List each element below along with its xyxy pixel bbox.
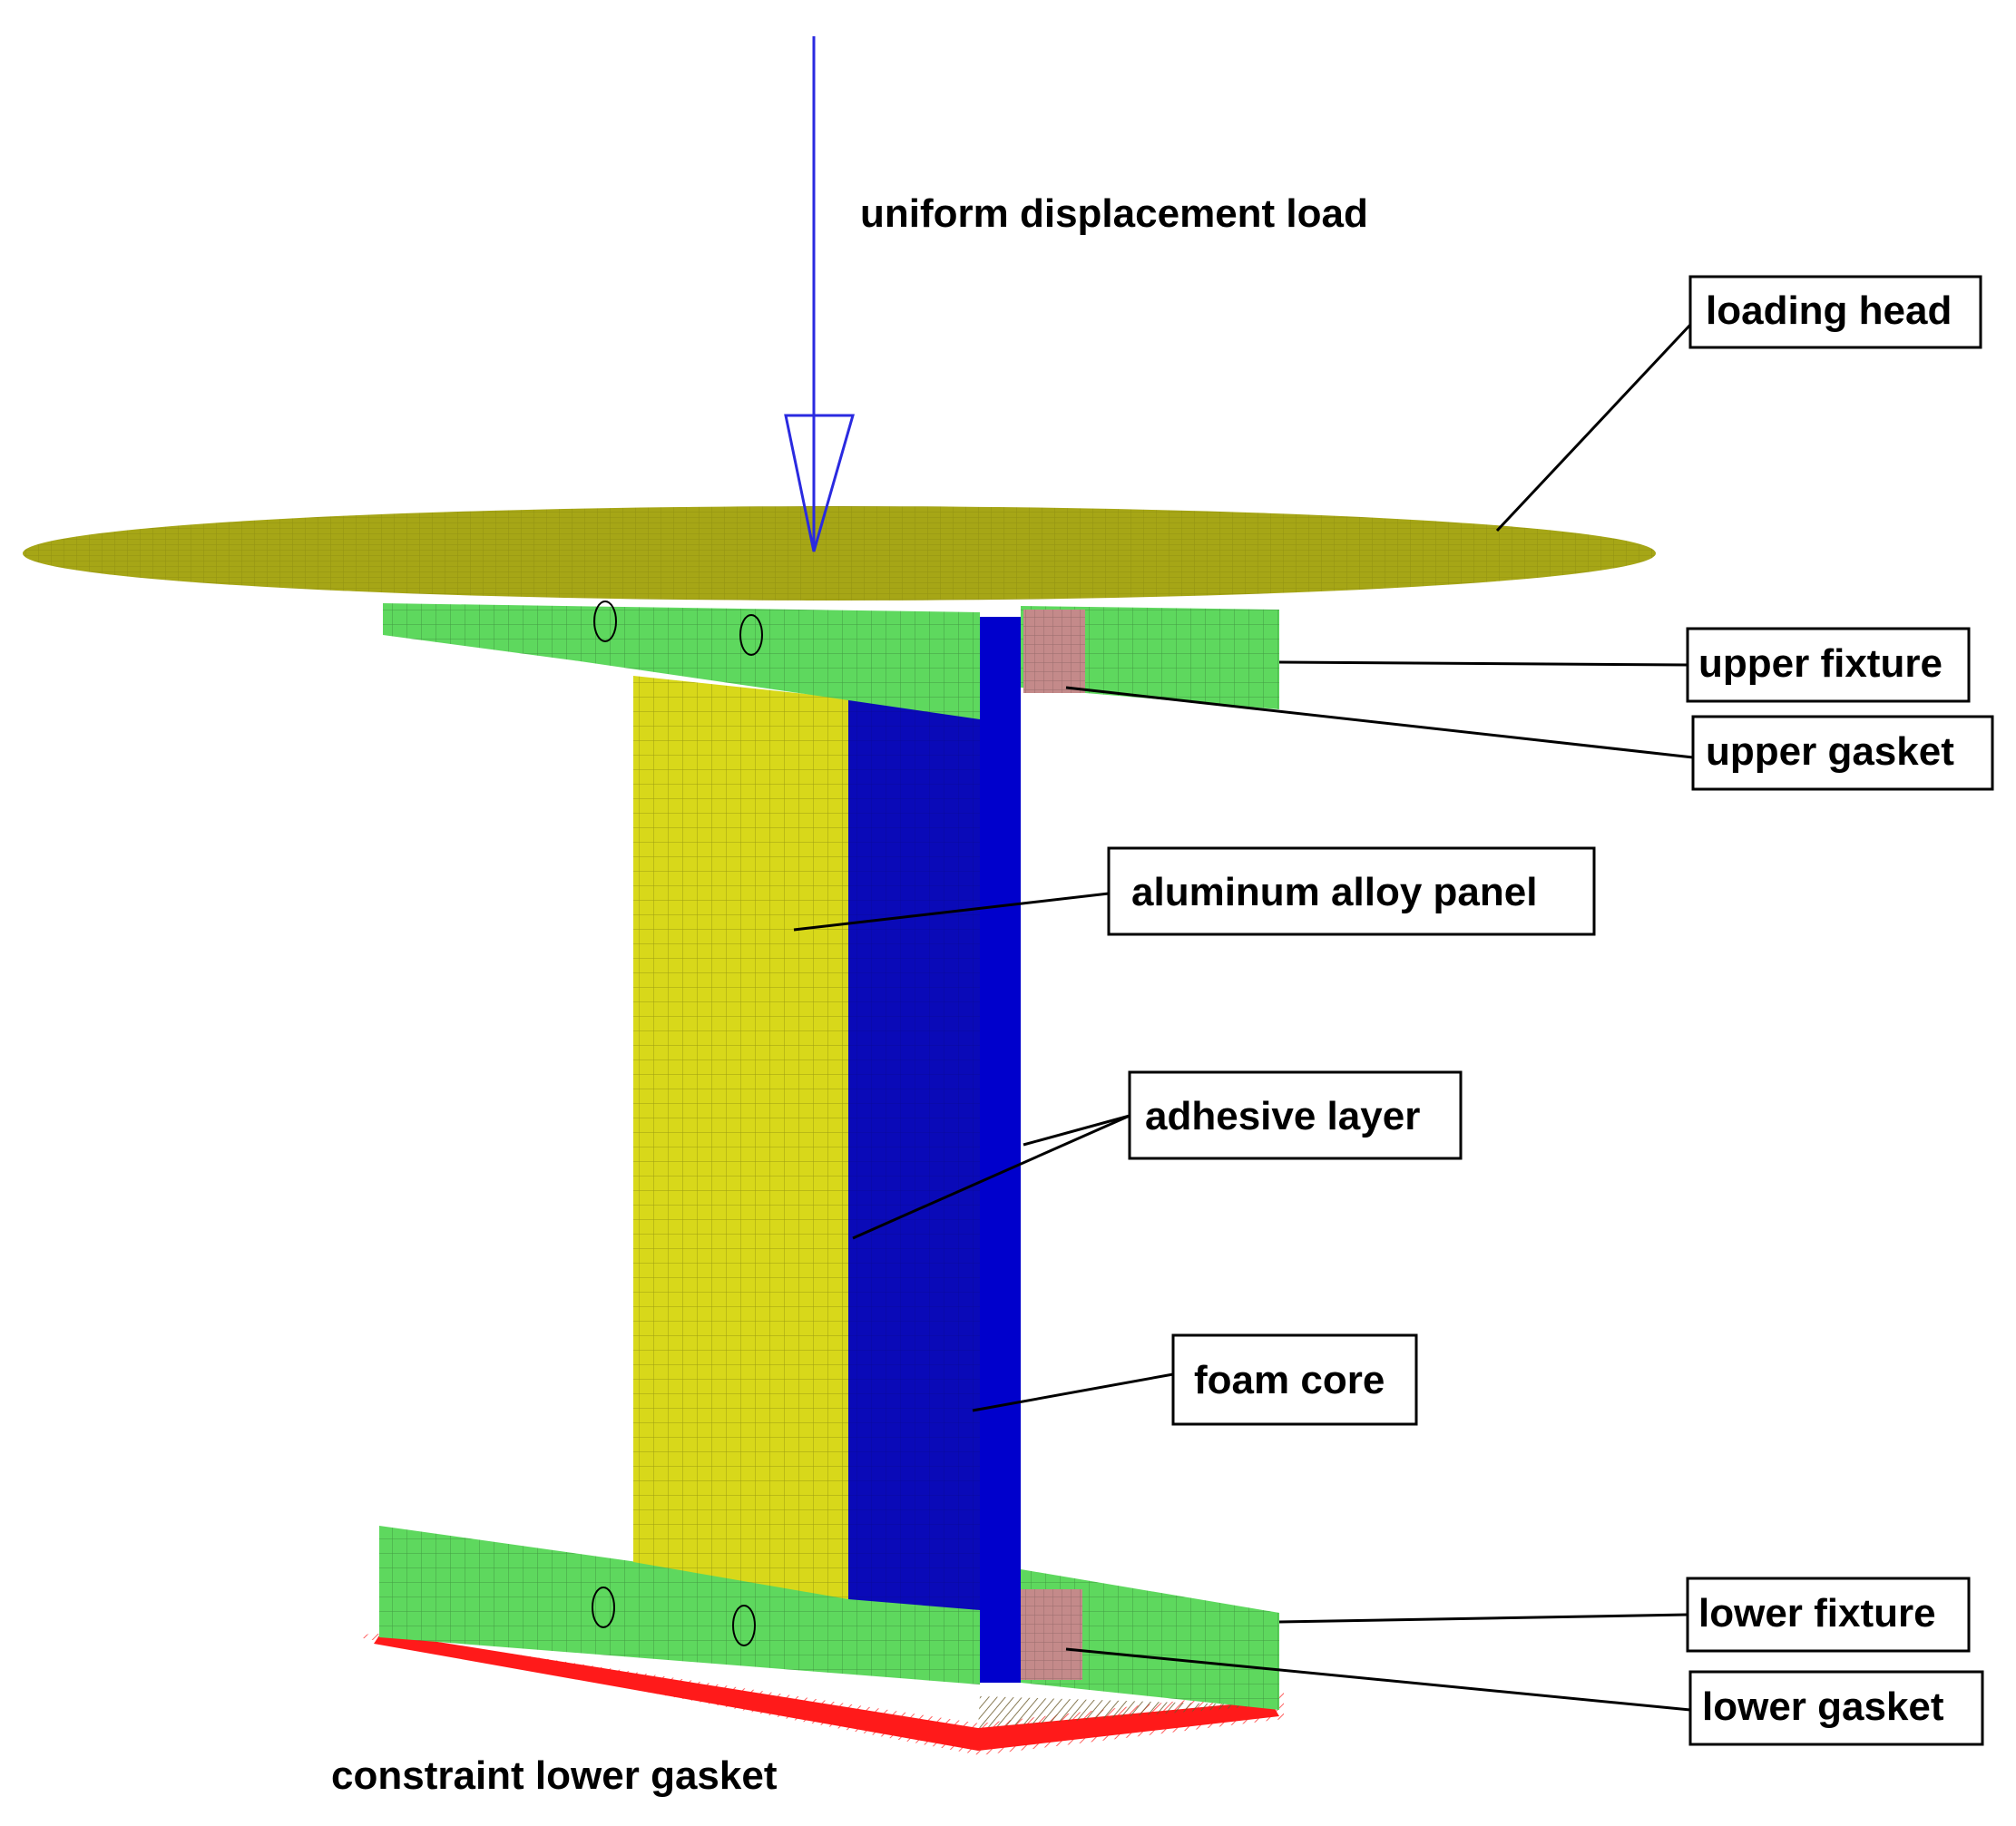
callout-adhesive-layer: adhesive layer [852,1070,1463,1240]
callout-lower-fixture: lower fixture [1278,1577,1971,1653]
svg-text:adhesive layer: adhesive layer [1145,1094,1420,1138]
lower-gasket-shape [1021,1589,1082,1680]
load-label: uniform displacement load [860,191,1368,236]
callout-loading-head: loading head [1495,275,1982,532]
svg-text:upper gasket: upper gasket [1706,729,1954,774]
bolt-hole [732,1605,756,1646]
callout-aluminum-panel: aluminum alloy panel [793,846,1596,936]
svg-text:foam core: foam core [1194,1358,1385,1402]
svg-text:lower fixture: lower fixture [1698,1591,1936,1636]
constraint-label: constraint lower gasket [331,1753,778,1798]
svg-text:loading head: loading head [1706,288,1952,333]
adhesive-strip [980,617,1021,1683]
bolt-hole [592,1587,615,1628]
bolt-hole [593,601,617,642]
callout-lower-gasket: lower gasket [1065,1647,1984,1746]
svg-text:upper fixture: upper fixture [1698,641,1943,686]
svg-text:lower gasket: lower gasket [1702,1684,1944,1729]
lower-fixture [379,1526,1279,1710]
upper-fixture [383,601,1279,719]
load-arrow [784,36,855,552]
callout-foam-core: foam core [972,1333,1418,1426]
callout-upper-fixture: upper fixture [1278,627,1971,703]
svg-text:aluminum alloy panel: aluminum alloy panel [1131,870,1537,914]
upper-gasket-shape [1023,610,1085,693]
foam-core-shape [848,617,1021,1683]
bolt-hole [739,614,763,656]
callout-upper-gasket: upper gasket [1065,686,1994,791]
loading-head-plate [23,506,1656,601]
constraint-base [358,1633,1284,1755]
aluminum-panel-shape [633,676,848,1599]
